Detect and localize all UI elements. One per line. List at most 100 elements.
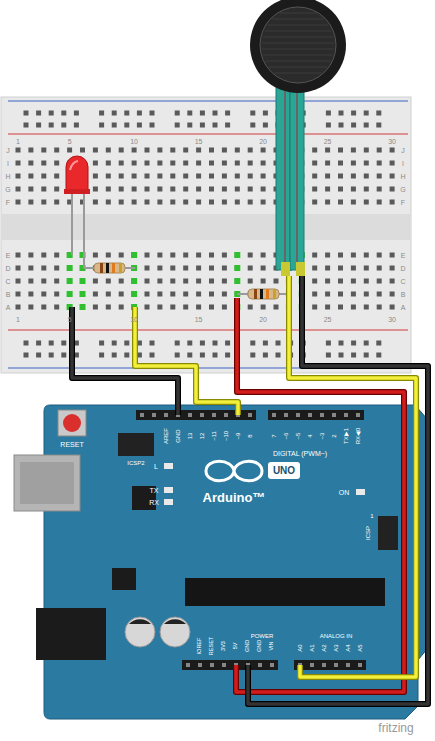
hole (183, 253, 188, 258)
hole (187, 341, 192, 346)
hole (364, 161, 369, 166)
hole (170, 292, 175, 297)
hole (390, 200, 395, 205)
hole (390, 174, 395, 179)
hole (213, 341, 218, 346)
hole (213, 353, 218, 358)
header-title: ANALOG IN (320, 633, 353, 639)
hole (390, 148, 395, 153)
pin-header (268, 410, 364, 420)
hole (119, 148, 124, 153)
hole (364, 292, 369, 297)
hole (364, 187, 369, 192)
hole (209, 253, 214, 258)
hole (390, 305, 395, 310)
hole (54, 253, 59, 258)
hole (132, 253, 137, 258)
hole (145, 266, 150, 271)
pin-label: ~6 (283, 433, 289, 440)
hole (36, 123, 41, 128)
hole (250, 353, 255, 358)
hole (61, 341, 66, 346)
hole (325, 266, 330, 271)
hole (80, 305, 85, 310)
reset-button (63, 414, 81, 432)
hole (170, 174, 175, 179)
sensor-track (269, 67, 327, 68)
hole (132, 200, 137, 205)
hole (99, 353, 104, 358)
sensor-track (262, 49, 334, 50)
hole-connected (234, 252, 240, 258)
row-letter: D (5, 265, 10, 272)
hole (325, 279, 330, 284)
hole (248, 279, 253, 284)
pin-label: RX◀0 (355, 428, 361, 445)
hole (364, 305, 369, 310)
hole (312, 305, 317, 310)
hole (338, 266, 343, 271)
hole (24, 353, 29, 358)
hole (351, 161, 356, 166)
hole (54, 161, 59, 166)
hole (196, 161, 201, 166)
hole-connected (67, 278, 73, 284)
pin-label: ~5 (295, 433, 301, 440)
hole (99, 123, 104, 128)
column-number: 10 (130, 138, 138, 145)
row-letter: I (402, 160, 404, 167)
column-number: 15 (195, 316, 203, 323)
pin (334, 663, 338, 667)
hole (41, 187, 46, 192)
hole (235, 200, 240, 205)
hole (93, 279, 98, 284)
hole (222, 161, 227, 166)
led-label: L (154, 463, 158, 470)
hole (325, 305, 330, 310)
hole (235, 266, 240, 271)
hole (157, 187, 162, 192)
hole (157, 148, 162, 153)
hole (41, 148, 46, 153)
hole (312, 174, 317, 179)
resistor-symbol (84, 263, 135, 273)
row-letter: G (400, 186, 405, 193)
hole (235, 279, 240, 284)
hole (28, 266, 33, 271)
hole (187, 353, 192, 358)
hole (351, 292, 356, 297)
pin-label: 2 (331, 434, 337, 437)
hole (119, 187, 124, 192)
hole (106, 279, 111, 284)
hole (157, 253, 162, 258)
column-number: 20 (259, 138, 267, 145)
hole (80, 279, 85, 284)
hole (124, 353, 129, 358)
hole (196, 305, 201, 310)
hole (145, 305, 150, 310)
hole (263, 341, 268, 346)
hole (28, 200, 33, 205)
hole (213, 111, 218, 116)
column-number: 1 (16, 138, 20, 145)
hole (338, 305, 343, 310)
hole (235, 174, 240, 179)
row-letter: F (6, 199, 10, 206)
breadboard (1, 97, 411, 373)
hole (112, 353, 117, 358)
hole (263, 123, 268, 128)
hole (175, 123, 180, 128)
hole (209, 292, 214, 297)
hole (248, 161, 253, 166)
hole (235, 253, 240, 258)
column-number: 20 (259, 316, 267, 323)
hole (119, 305, 124, 310)
hole (106, 200, 111, 205)
hole (225, 341, 230, 346)
pin-header (182, 660, 278, 670)
hole (132, 279, 137, 284)
hole (209, 200, 214, 205)
hole (222, 148, 227, 153)
hole (157, 200, 162, 205)
hole (16, 174, 21, 179)
